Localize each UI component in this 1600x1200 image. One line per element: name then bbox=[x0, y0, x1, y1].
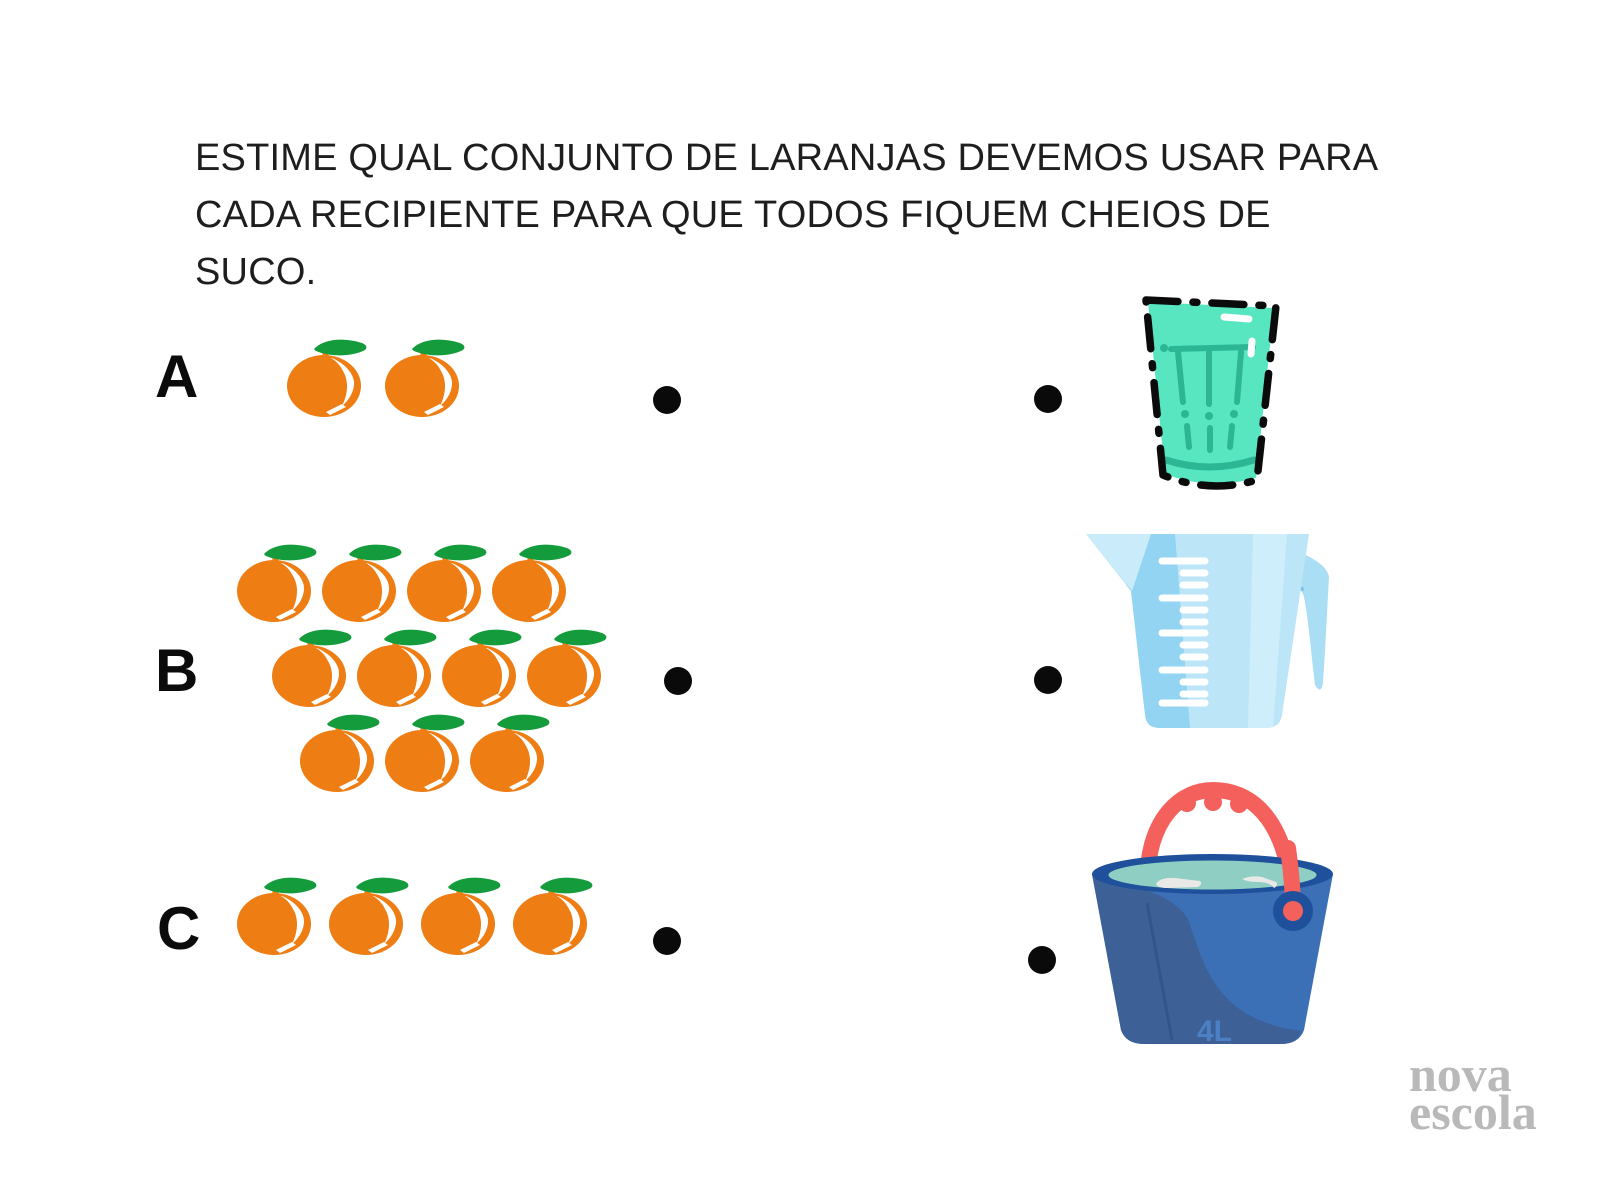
match-dot-glass[interactable] bbox=[1034, 385, 1062, 413]
match-dot-set-c[interactable] bbox=[653, 927, 681, 955]
orange-fruit-icon bbox=[272, 629, 352, 707]
orange-fruit-icon bbox=[329, 877, 409, 955]
bucket-capacity-label: 4L bbox=[1197, 1015, 1232, 1048]
orange-fruit-icon bbox=[237, 877, 317, 955]
match-dot-bucket[interactable] bbox=[1028, 946, 1056, 974]
orange-fruit-icon bbox=[322, 544, 402, 622]
juice-glass-icon bbox=[1138, 292, 1283, 492]
orange-fruit-icon bbox=[407, 544, 487, 622]
orange-fruit-icon bbox=[357, 629, 437, 707]
orange-fruit-icon bbox=[300, 714, 380, 792]
orange-set-c bbox=[236, 876, 604, 956]
orange-fruit-icon bbox=[442, 629, 522, 707]
match-dot-set-b[interactable] bbox=[664, 667, 692, 695]
set-label-b: B bbox=[155, 637, 199, 704]
orange-set-b bbox=[236, 543, 611, 798]
orange-fruit-icon bbox=[237, 544, 317, 622]
orange-set-a bbox=[286, 338, 482, 418]
match-dot-set-a[interactable] bbox=[653, 386, 681, 414]
instruction-title: ESTIME QUAL CONJUNTO DE LARANJAS DEVEMOS… bbox=[195, 130, 1378, 301]
set-label-a: A bbox=[155, 343, 199, 410]
orange-row bbox=[236, 543, 611, 623]
orange-row bbox=[286, 338, 482, 418]
orange-fruit-icon bbox=[287, 339, 367, 417]
measuring-jug-icon bbox=[1085, 531, 1347, 733]
orange-fruit-icon bbox=[470, 714, 550, 792]
title-line-3: SUCO. bbox=[195, 251, 317, 293]
orange-fruit-icon bbox=[385, 714, 465, 792]
orange-row bbox=[236, 876, 604, 956]
match-dot-jug[interactable] bbox=[1034, 666, 1062, 694]
title-line-2: CADA RECIPIENTE PARA QUE TODOS FIQUEM CH… bbox=[195, 194, 1271, 236]
nova-escola-logo: escola bbox=[1409, 1084, 1537, 1140]
orange-fruit-icon bbox=[527, 629, 607, 707]
nova-escola-logo: nova bbox=[1409, 1046, 1512, 1102]
orange-row bbox=[271, 628, 611, 708]
set-label-c: C bbox=[157, 895, 201, 962]
orange-row bbox=[299, 713, 611, 793]
orange-fruit-icon bbox=[421, 877, 501, 955]
orange-fruit-icon bbox=[513, 877, 593, 955]
orange-fruit-icon bbox=[492, 544, 572, 622]
orange-fruit-icon bbox=[385, 339, 465, 417]
bucket-icon: 4L bbox=[1090, 778, 1335, 1048]
title-line-1: ESTIME QUAL CONJUNTO DE LARANJAS DEVEMOS… bbox=[195, 137, 1379, 179]
